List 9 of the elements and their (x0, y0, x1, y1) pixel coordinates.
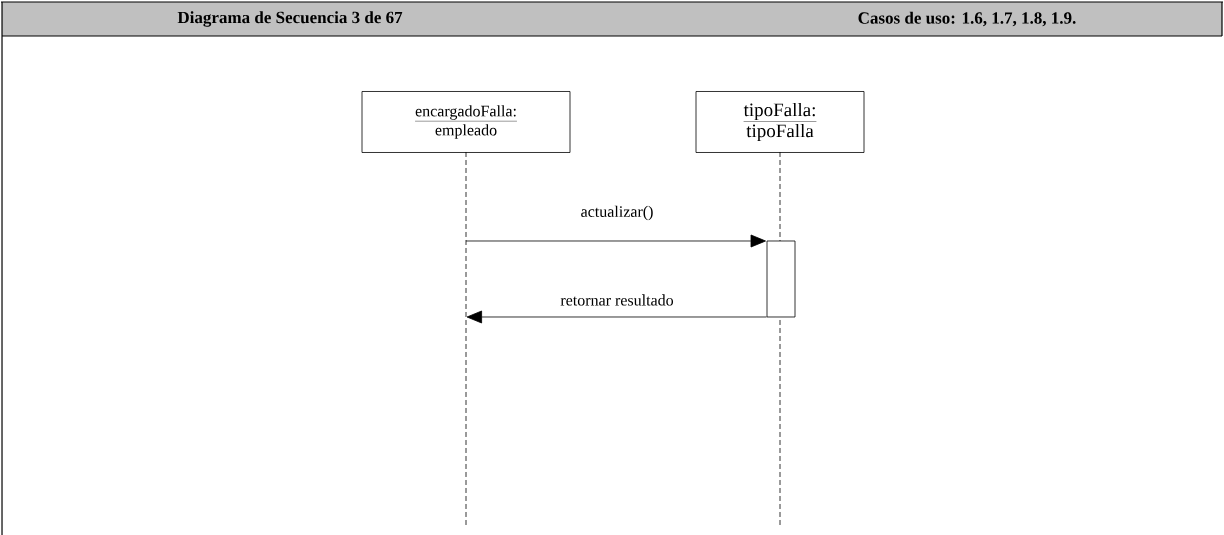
edge-label: retornar resultado (559, 293, 675, 307)
object-box: tipoFalla: tipoFalla (695, 91, 865, 153)
activation-bar (766, 240, 796, 318)
edge-label: actualizar() (579, 204, 655, 222)
header-text: Casos de uso: 1.6, 1.7, 1.8, 1.9. (858, 11, 1076, 27)
object-box: encargadoFalla: empleado (361, 91, 571, 153)
message-arrow (466, 310, 767, 324)
header-text: Diagrama de Secuencia 3 de 67 (177, 11, 403, 27)
message-arrow (465, 234, 766, 248)
